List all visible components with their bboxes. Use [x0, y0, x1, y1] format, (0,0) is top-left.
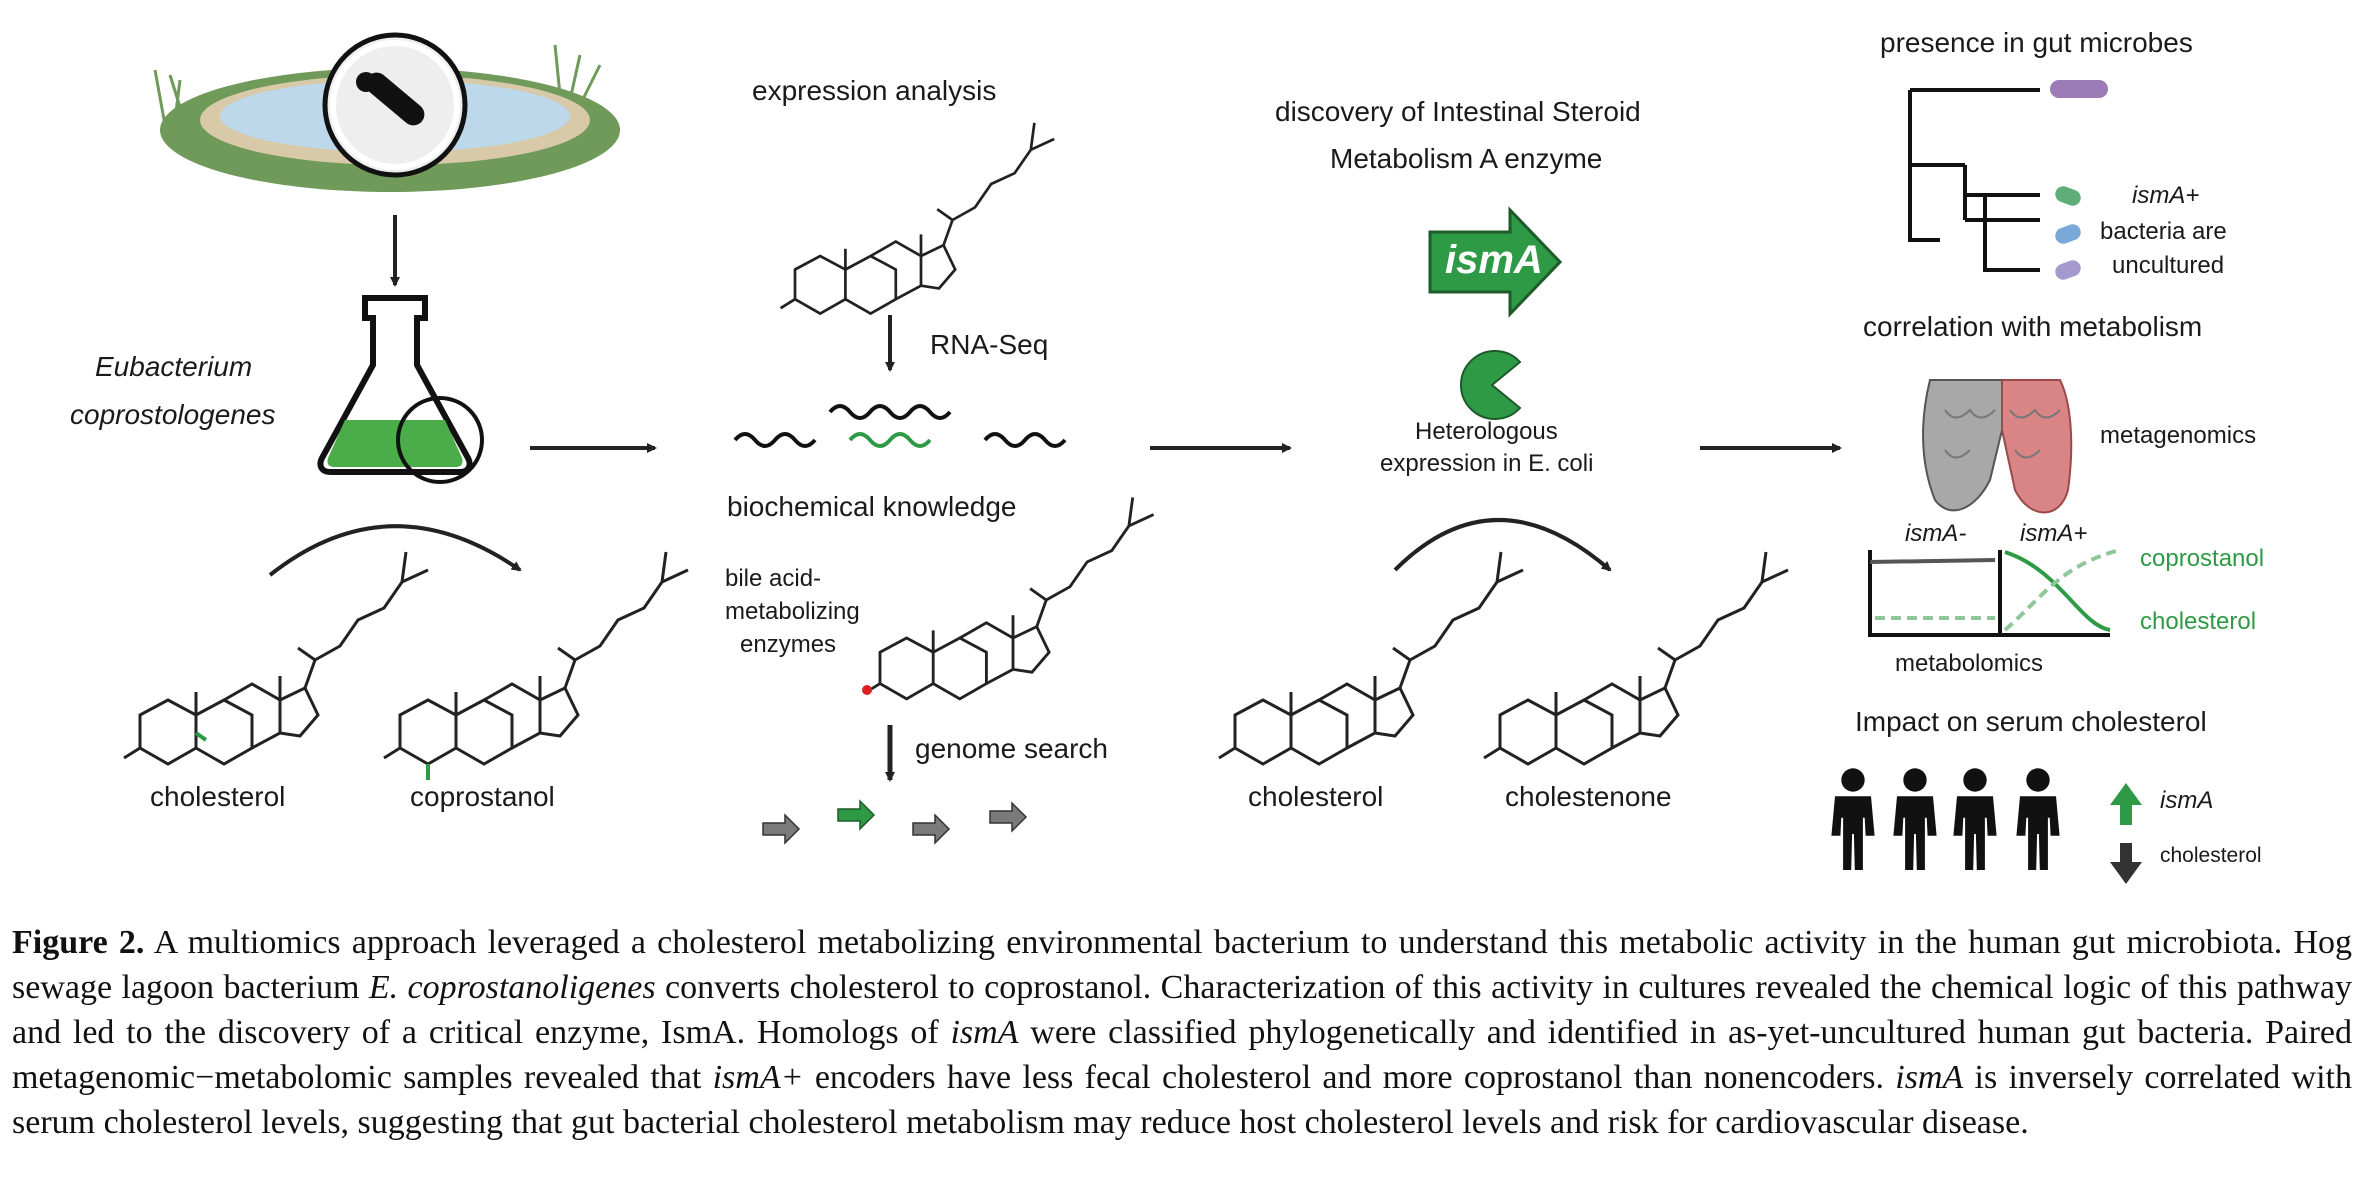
- caption-text-2: converts cholesterol to coprostanol. Cha…: [12, 969, 2353, 1051]
- cholesterol-plot-label: cholesterol: [2140, 608, 2257, 635]
- down-arrow-icon: [2110, 843, 2142, 884]
- gene-arrows: [762, 799, 1027, 844]
- cholesterol-structure: [122, 550, 430, 766]
- organism-label-line1: Eubacterium: [95, 351, 253, 382]
- coprostanol-structure: [382, 550, 690, 766]
- cholestenone-structure: [1482, 550, 1790, 766]
- organism-label-line2: coprostologenes: [70, 399, 276, 430]
- figure-panel: Eubacterium coprostologenes cholesterol …: [70, 27, 2265, 884]
- caption-gene-3: ismA: [1895, 1059, 1964, 1096]
- flask-icon: [317, 295, 484, 484]
- heterologous-label-line1: Heterologous: [1415, 418, 1558, 445]
- cholesterol-down-label: cholesterol: [2160, 844, 2262, 867]
- coprostanol-plot-label: coprostanol: [2140, 545, 2265, 572]
- discovery-title-line2: Metabolism A enzyme: [1330, 143, 1603, 174]
- bacteria-are-label: bacteria are: [2100, 218, 2227, 245]
- caption-organism: E. coprostanoligenes: [368, 969, 656, 1006]
- expression-steroid-structure: [779, 121, 1056, 315]
- presence-title: presence in gut microbes: [1880, 27, 2193, 58]
- caption-text-5: is inversely correlated with serum chole…: [12, 1059, 2353, 1141]
- cholesterol-label: cholesterol: [150, 781, 286, 812]
- figure-caption: Figure 2. A multiomics approach leverage…: [12, 920, 2352, 1145]
- double-bond-highlight: [194, 731, 208, 742]
- figure-graphics: [122, 32, 2142, 884]
- people-icons: [1831, 768, 2060, 870]
- uncultured-label: uncultured: [2112, 252, 2225, 279]
- ismA-plus-plot-label: ismA+: [2020, 520, 2088, 547]
- discovery-title-line1: discovery of Intestinal Steroid: [1275, 96, 1641, 127]
- coprostanol-label: coprostanol: [410, 781, 555, 812]
- cholesterol-structure-2: [1217, 550, 1525, 766]
- gut-microbes: [2050, 80, 2108, 280]
- ismA-plus-tree-label: ismA+: [2132, 182, 2200, 209]
- caption-gene-1: ismA: [950, 1014, 1019, 1051]
- ismA-gene-arrow: [1428, 206, 1563, 318]
- ismA-up-label: ismA: [2160, 787, 2214, 814]
- rnaseq-label: RNA-Seq: [930, 329, 1049, 360]
- bile-acid-label-line1: bile acid-: [725, 565, 822, 592]
- cholesterol-label-2: cholesterol: [1248, 781, 1384, 812]
- expression-analysis-title: expression analysis: [752, 75, 997, 106]
- up-arrow-icon: [2110, 783, 2142, 825]
- ismA-gene-label: ismA: [1445, 238, 1543, 282]
- metabolomics-plot: [1868, 548, 2121, 637]
- cholestenone-label: cholestenone: [1505, 781, 1672, 812]
- correlation-title: correlation with metabolism: [1863, 311, 2203, 342]
- bile-acid-label-line2: metabolizing: [725, 598, 860, 625]
- caption-label: Figure 2.: [12, 924, 145, 961]
- bile-acid-structure: [863, 495, 1156, 701]
- caption-text-1: A multiomics approach leveraged a choles…: [12, 924, 2352, 1006]
- rna-reads: [733, 404, 1067, 448]
- caption-text-4: encoders have less fecal cholesterol and…: [803, 1059, 1896, 1096]
- metabolomics-label: metabolomics: [1895, 650, 2044, 677]
- heterologous-label-line2: expression in E. coli: [1380, 450, 1594, 477]
- bile-acid-label-line3: enzymes: [740, 631, 837, 658]
- bacterium-magnifier-icon: [322, 32, 468, 178]
- enzyme-icon: [1459, 350, 1522, 420]
- impact-title: Impact on serum cholesterol: [1855, 706, 2207, 737]
- biochemical-knowledge-label: biochemical knowledge: [727, 491, 1017, 522]
- genome-search-label: genome search: [915, 733, 1109, 764]
- phylogenetic-tree: [1908, 88, 2040, 272]
- metagenomics-label: metagenomics: [2100, 422, 2257, 449]
- gut-icon: [1922, 379, 2073, 514]
- hydroxyl-highlight: [862, 685, 872, 695]
- caption-gene-2: ismA+: [712, 1059, 804, 1096]
- ismA-minus-plot-label: ismA-: [1905, 520, 1967, 547]
- caption-text-3: were classified phylogenetically and ide…: [12, 1014, 2352, 1096]
